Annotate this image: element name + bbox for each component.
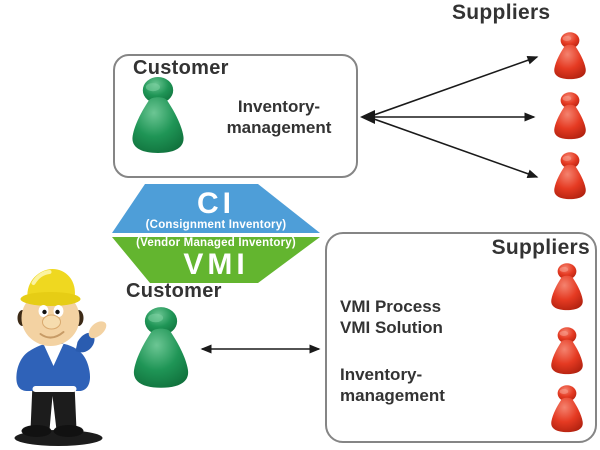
inventory-management-label-top: Inventory- management — [205, 97, 353, 138]
mascot-hand — [88, 321, 107, 339]
mascot-smile — [39, 331, 65, 339]
supplier-pawn-icon — [547, 91, 593, 141]
inventory-management-label-bottom: Inventory- management — [340, 365, 445, 406]
suppliers-label-top: Suppliers — [452, 1, 551, 24]
supplier-pawn-icon — [547, 151, 593, 201]
supplier-pawn-icon — [545, 262, 589, 312]
mascot-raised-arm — [75, 332, 95, 353]
arrow-to-supplier-3 — [373, 118, 539, 179]
inventory-line1: Inventory- — [237, 97, 321, 116]
mascot-hat-highlight — [31, 270, 52, 285]
customer-pawn-icon — [128, 305, 194, 391]
vmi-process-label: VMI Process VMI Solution — [340, 297, 443, 338]
vmi-process-line2: VMI Solution — [340, 317, 443, 337]
mascot-shirt — [43, 344, 64, 366]
arrow-to-supplier-1 — [373, 55, 539, 116]
mascot-pupil — [55, 309, 60, 315]
mascot-jacket — [16, 343, 91, 391]
mascot-shoe — [21, 425, 52, 437]
inventory-line2: management — [226, 117, 332, 137]
mascot-hat-brim — [20, 292, 81, 306]
customer-label-bottom: Customer — [126, 280, 222, 302]
inventory-line2: management — [340, 385, 445, 405]
mascot-pupil — [42, 309, 47, 315]
suppliers-box-bottom: Suppliers — [325, 232, 597, 443]
vmi-hexagon-half — [112, 237, 320, 283]
supplier-pawn-icon — [545, 326, 589, 376]
ci-hexagon-half — [112, 184, 320, 233]
suppliers-label-bottom: Suppliers — [491, 236, 590, 259]
mascot-shoe — [53, 425, 84, 437]
mascot-pants — [30, 384, 77, 430]
customer-pawn-icon — [127, 75, 189, 156]
inventory-line1: Inventory- — [340, 365, 423, 384]
mascot-shirt-hem — [32, 386, 77, 392]
supplier-pawn-icon — [545, 384, 589, 434]
construction-worker-mascot-illustration — [14, 269, 107, 446]
arrowhead-into-customer-box — [360, 110, 375, 124]
vmi-process-line1: VMI Process — [340, 297, 442, 316]
supplier-pawn-icon — [547, 31, 593, 81]
customer-label-top: Customer — [133, 57, 229, 79]
mascot-nose — [42, 314, 61, 330]
ci-vmi-hexagon — [112, 184, 320, 283]
